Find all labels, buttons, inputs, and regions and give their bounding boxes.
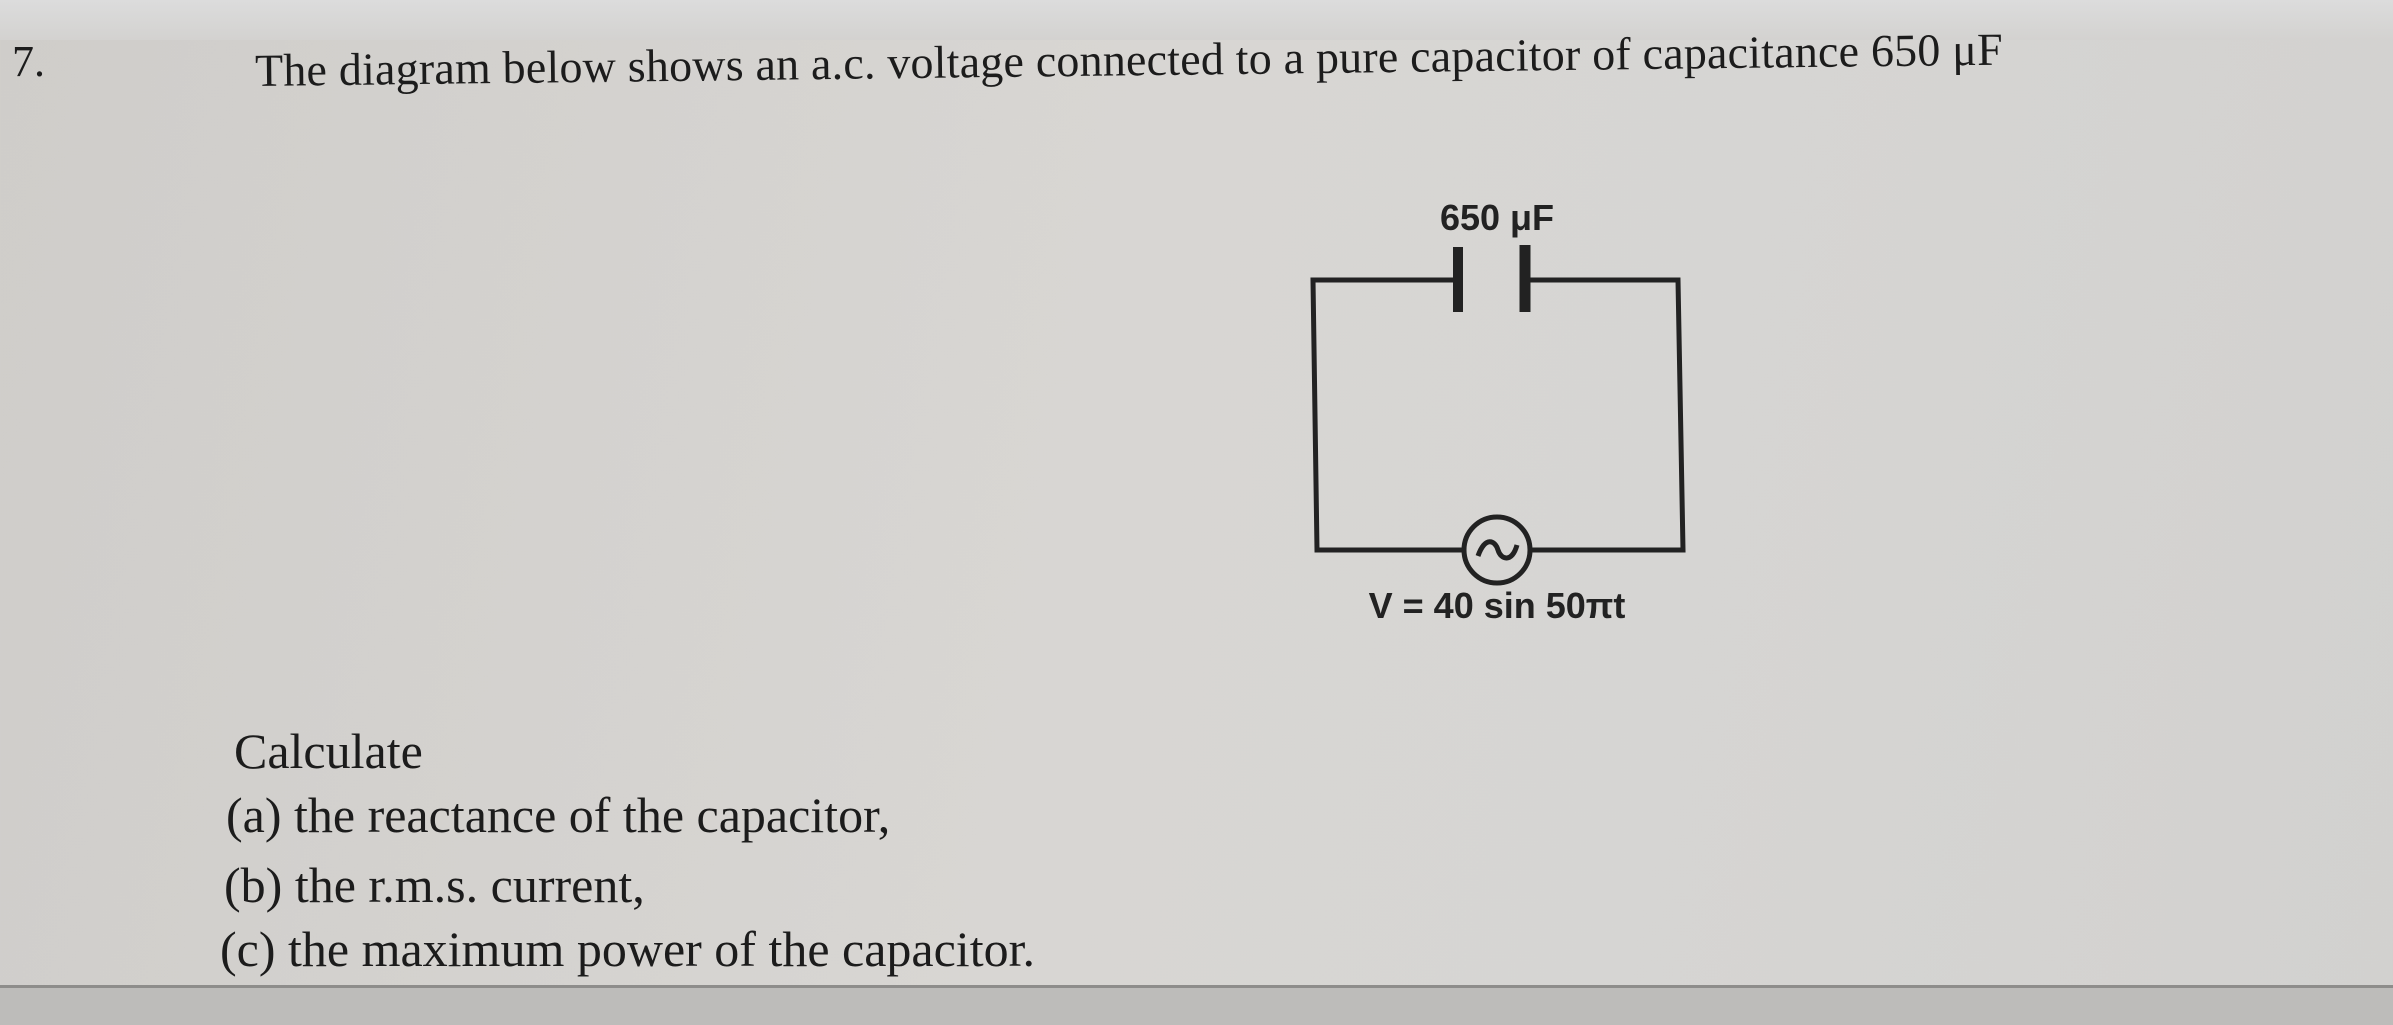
capacitor-label: 650 μF bbox=[1440, 197, 1554, 238]
page-top-edge bbox=[0, 0, 2393, 40]
question-number: 7. bbox=[12, 37, 45, 86]
part-b-label: (b) bbox=[224, 857, 283, 913]
source-label: V = 40 sin 50πt bbox=[1369, 585, 1626, 626]
ac-source-icon bbox=[1461, 514, 1533, 586]
part-c-label: (c) bbox=[220, 921, 276, 977]
part-b-text: the r.m.s. current, bbox=[294, 857, 645, 913]
part-b: (b) the r.m.s. current, bbox=[224, 856, 645, 914]
part-a-text: the reactance of the capacitor, bbox=[294, 787, 891, 843]
wire-right bbox=[1525, 277, 1686, 553]
part-a: (a) the reactance of the capacitor, bbox=[226, 786, 890, 844]
instruction: Calculate bbox=[234, 723, 423, 779]
part-c-text: the maximum power of the capacitor. bbox=[288, 921, 1035, 977]
part-a-label: (a) bbox=[226, 787, 282, 843]
capacitor-icon bbox=[1453, 245, 1531, 312]
part-c: (c) the maximum power of the capacitor. bbox=[220, 920, 1035, 978]
wire-left bbox=[1310, 277, 1464, 553]
page-bottom-edge bbox=[0, 985, 2393, 1025]
